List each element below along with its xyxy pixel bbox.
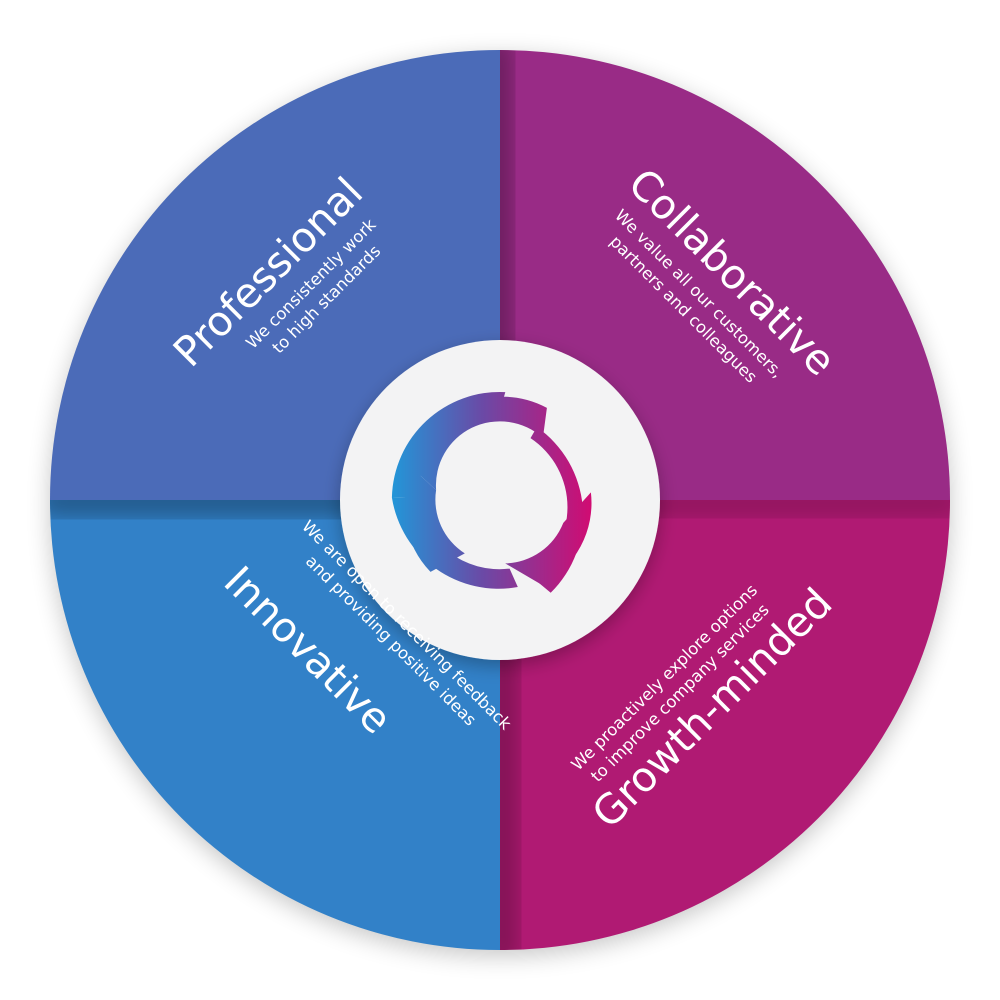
center-disc [340, 340, 660, 660]
circular-arrows-icon [391, 391, 592, 593]
seam-shadow-collaborative [500, 50, 510, 500]
